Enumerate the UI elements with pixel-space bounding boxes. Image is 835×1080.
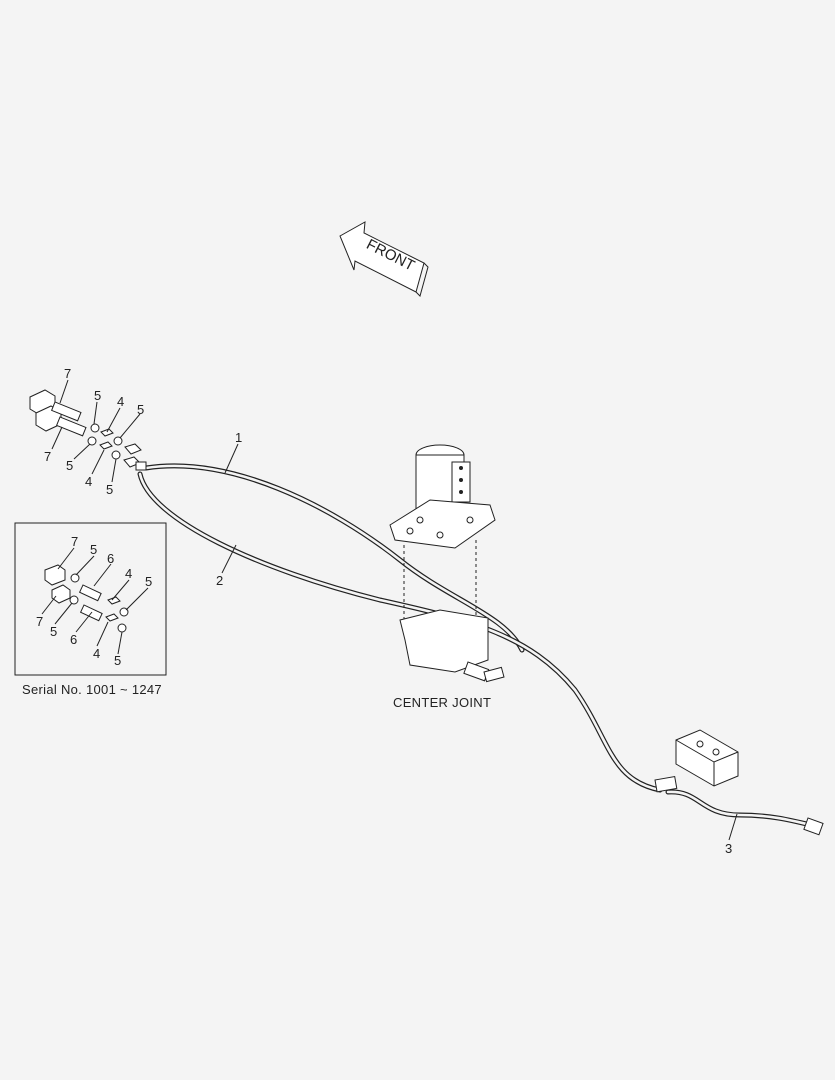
- callout-inset-4a: 4: [125, 566, 132, 581]
- callout-top-5a: 5: [94, 388, 101, 403]
- callout-inset-7a: 7: [71, 534, 78, 549]
- callout-top-5d: 5: [106, 482, 113, 497]
- center-joint-caption: CENTER JOINT: [393, 695, 491, 710]
- callout-hose-2: 2: [216, 573, 223, 588]
- callout-inset-4b: 4: [93, 646, 100, 661]
- right-valve-block: [654, 729, 824, 836]
- callout-inset-5c: 5: [50, 624, 57, 639]
- callouts: 7 5 4 5 7 5 4 5 1 2 3 7 5 6 4 5 7 5 6 4 …: [36, 366, 732, 856]
- center-joint: [389, 444, 505, 683]
- callout-top-4a: 4: [117, 394, 124, 409]
- callout-inset-7b: 7: [36, 614, 43, 629]
- hose-1: [143, 463, 525, 653]
- callout-inset-5a: 5: [90, 542, 97, 557]
- callout-top-5c: 5: [66, 458, 73, 473]
- callout-top-4b: 4: [85, 474, 92, 489]
- callout-inset-5b: 5: [145, 574, 152, 589]
- hose-3: [665, 789, 818, 829]
- callout-top-5b: 5: [137, 402, 144, 417]
- callout-top-7b: 7: [44, 449, 51, 464]
- callout-top-7a: 7: [64, 366, 71, 381]
- callout-hose-3: 3: [725, 841, 732, 856]
- callout-inset-5d: 5: [114, 653, 121, 668]
- top-fitting-cluster: [29, 389, 147, 471]
- leader-lines: [41, 379, 738, 841]
- callout-inset-6b: 6: [70, 632, 77, 647]
- callout-inset-6a: 6: [107, 551, 114, 566]
- callout-hose-1: 1: [235, 430, 242, 445]
- front-arrow: FRONT: [339, 221, 429, 297]
- inset-serial-caption: Serial No. 1001 ~ 1247: [22, 682, 162, 697]
